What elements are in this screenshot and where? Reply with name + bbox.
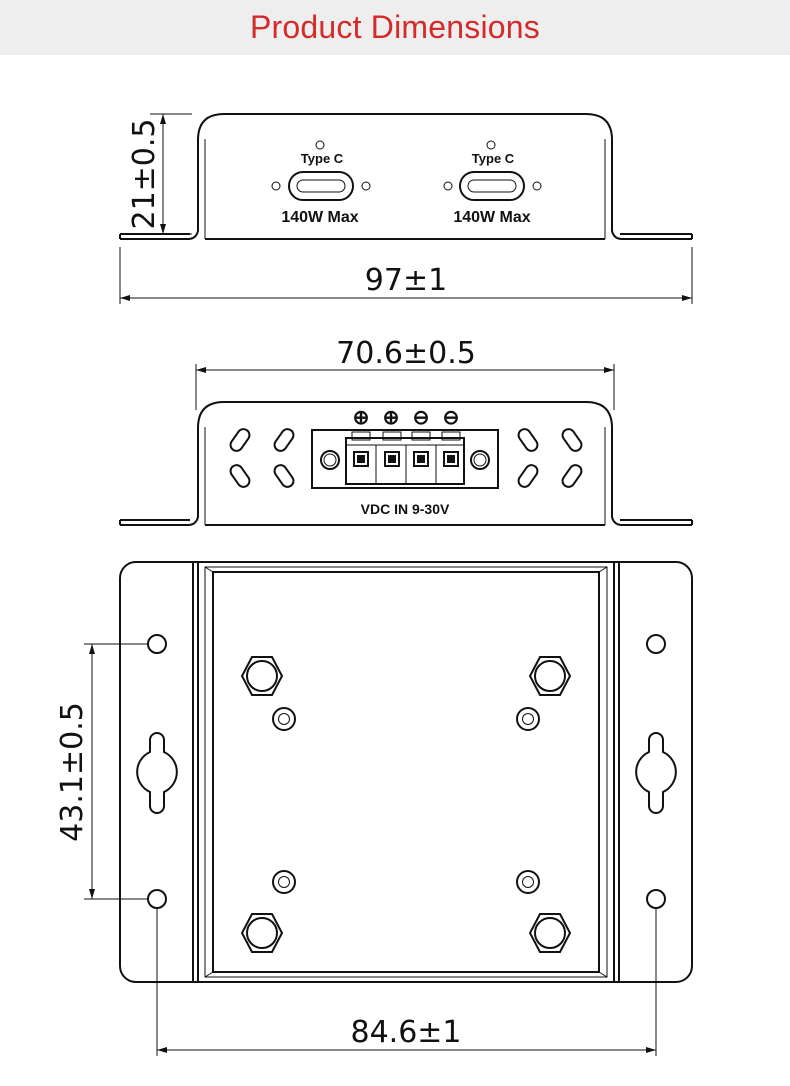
mounting-holes: [147, 634, 666, 909]
back-view: 70.6±0.5: [119, 336, 693, 526]
back-width-label: 70.6±0.5: [336, 336, 476, 371]
positive-symbol-2: ⊕: [383, 407, 400, 429]
port-2-power-label: 140W Max: [453, 209, 530, 226]
usb-c-port-2: Type C 140W Max: [443, 140, 542, 226]
bottom-view: 43.1±0.5 84.6±1: [55, 561, 693, 1056]
hex-feet: [240, 656, 572, 953]
input-voltage-label: VDC IN 9-30V: [361, 501, 450, 517]
front-width-dimension: 97±1: [119, 247, 693, 304]
page-title: Product Dimensions: [250, 9, 540, 45]
negative-symbol-1: ⊖: [413, 407, 430, 429]
front-view: Type C 140W Max Type C 140W Max 21±0.5: [119, 113, 693, 304]
port-1-type-label: Type C: [301, 151, 344, 166]
polarity-symbols: ⊕ ⊕ ⊖ ⊖: [353, 407, 460, 429]
screws: [272, 707, 540, 894]
bottom-width-label: 84.6±1: [350, 1015, 461, 1050]
keyhole-slots: [136, 732, 677, 814]
port-1-power-label: 140W Max: [281, 209, 358, 226]
negative-symbol-2: ⊖: [443, 407, 460, 429]
terminal-screws: [353, 451, 459, 467]
bottom-width-dimension: 84.6±1: [156, 908, 657, 1056]
front-height-dimension: 21±0.5: [127, 113, 192, 235]
hole-spacing-dimension: 43.1±0.5: [55, 643, 148, 900]
positive-symbol-1: ⊕: [353, 407, 370, 429]
title-bar: Product Dimensions: [0, 0, 790, 55]
front-width-label: 97±1: [365, 263, 447, 298]
hole-spacing-label: 43.1±0.5: [55, 702, 90, 842]
vent-slots: [229, 428, 583, 488]
terminal-block: [311, 429, 499, 489]
back-width-dimension: 70.6±0.5: [195, 336, 615, 410]
port-2-type-label: Type C: [472, 151, 515, 166]
usb-c-port-1: Type C 140W Max: [271, 140, 371, 226]
front-height-label: 21±0.5: [127, 118, 162, 229]
